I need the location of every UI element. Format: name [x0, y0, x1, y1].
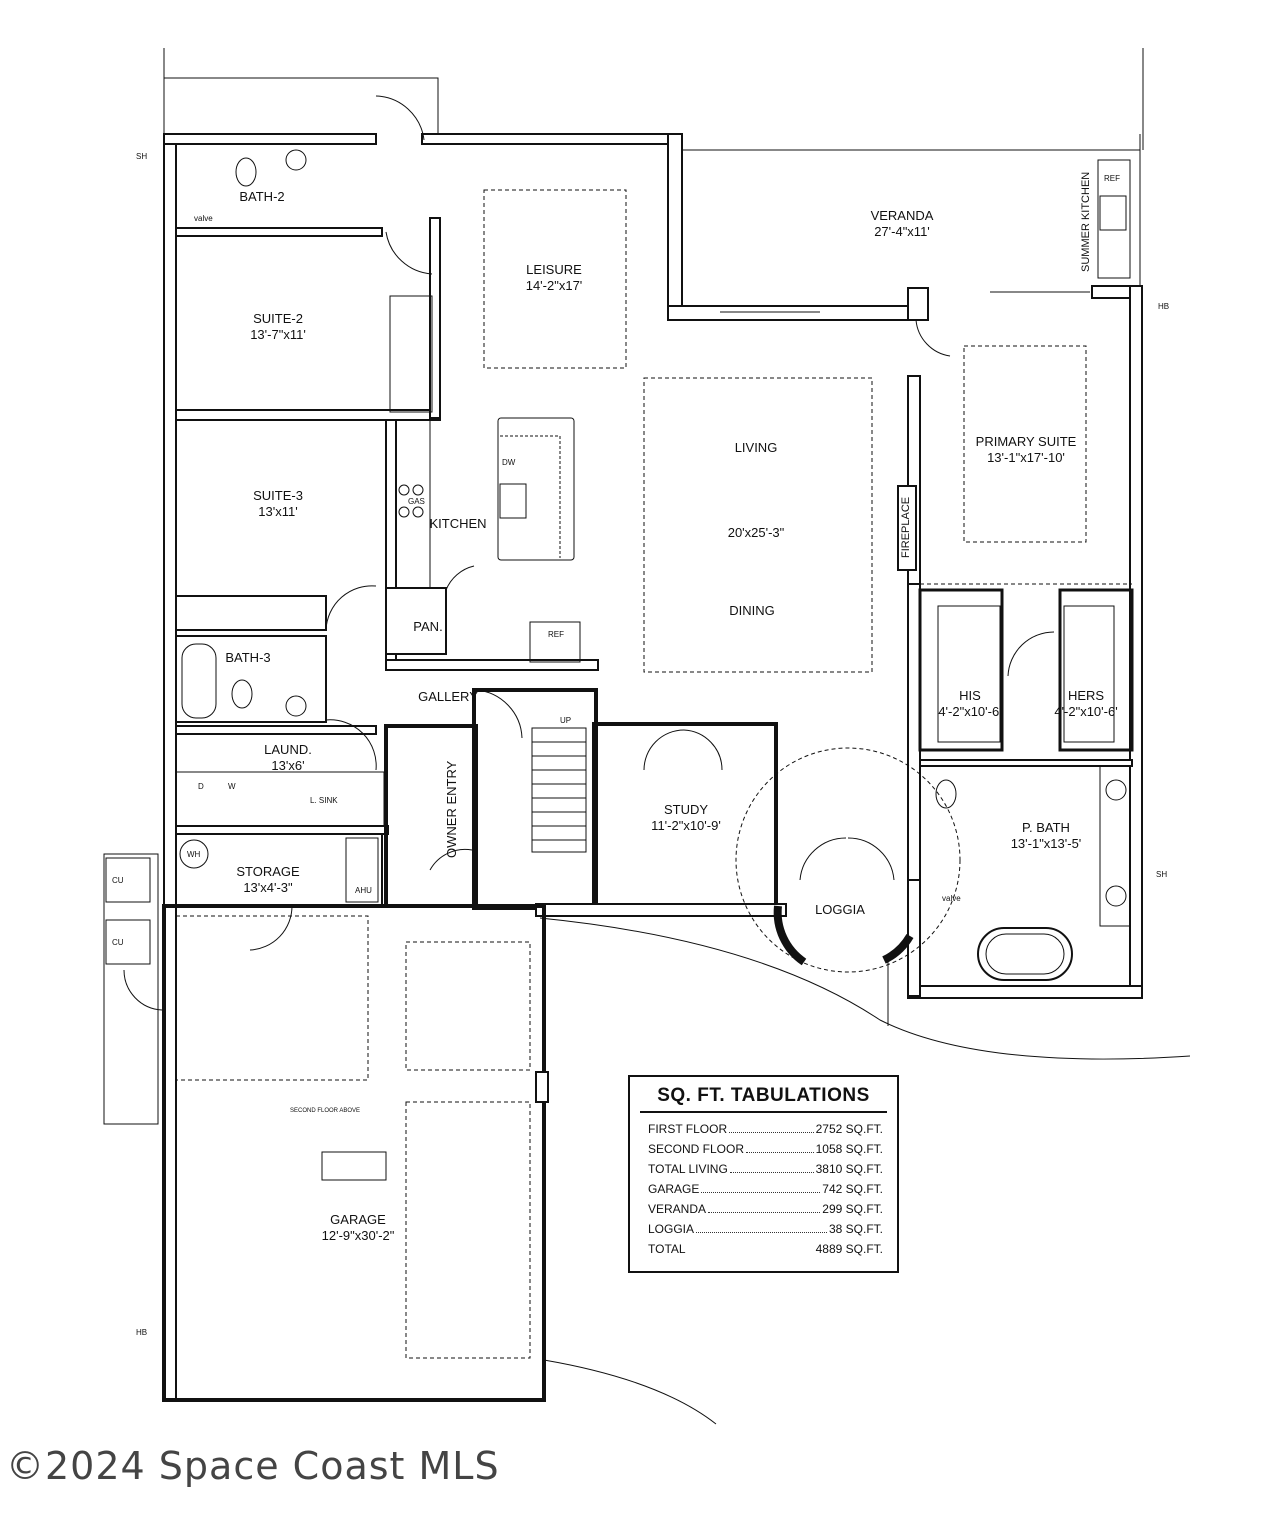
- note-second-floor-above: SECOND FLOOR ABOVE: [290, 1108, 361, 1114]
- wall-top-bedrooms: [163, 133, 377, 145]
- fixture-sh-left: SH: [136, 152, 148, 161]
- label-fireplace: FIREPLACE: [900, 496, 912, 558]
- fixture-dryer: D: [198, 782, 204, 791]
- fixture-cu-1: CU: [112, 876, 124, 885]
- label-pantry: PAN.: [413, 619, 443, 634]
- fixture-washer: W: [228, 782, 236, 791]
- label-bath3: BATH-3: [225, 650, 271, 665]
- label-bath2: BATH-2: [239, 189, 285, 204]
- fixture-gas: GAS: [408, 497, 425, 506]
- wall-veranda-left: [667, 133, 683, 321]
- label-living: LIVING: [734, 440, 778, 455]
- leisure-area: [483, 189, 627, 369]
- fixture-sh-right: SH: [1156, 870, 1168, 879]
- fixture-cu-2: CU: [112, 938, 124, 947]
- stairs: [531, 727, 587, 853]
- tabulations-title: SQ. FT. TABULATIONS: [657, 1085, 870, 1106]
- fixture-dw: DW: [502, 458, 516, 467]
- label-kitchen: KITCHEN: [429, 516, 487, 531]
- fixture-valve-pbath: valve: [942, 894, 961, 903]
- fixture-wh: WH: [187, 850, 201, 859]
- garage-walls: [162, 904, 546, 1402]
- fixture-lsink: L. SINK: [310, 796, 338, 805]
- label-loggia: LOGGIA: [815, 902, 865, 917]
- loggia-circle: [735, 747, 961, 973]
- fixture-ref-summer: REF: [1104, 174, 1120, 183]
- fixture-ref-kitchen: REF: [548, 630, 564, 639]
- label-owner-entry: OWNER ENTRY: [444, 760, 459, 858]
- wall-top-main: [421, 133, 683, 145]
- living-dining-area: [643, 377, 873, 673]
- fixture-ahu: AHU: [355, 886, 372, 895]
- label-living-dim: 20'x25'-3": [727, 525, 785, 540]
- label-gallery: GALLERY: [418, 689, 478, 704]
- tabulations-rule: [640, 1111, 887, 1113]
- label-laund: LAUND.13'x6': [264, 742, 312, 773]
- fixture-hb-right: HB: [1158, 302, 1170, 311]
- label-dining: DINING: [729, 603, 775, 618]
- fixture-valve-bath2: valve: [194, 214, 213, 223]
- label-summer-kitchen: SUMMER KITCHEN: [1080, 171, 1092, 272]
- fixture-hb-left: HB: [136, 1328, 148, 1337]
- fixture-up: UP: [560, 716, 572, 725]
- kitchen-island: [497, 417, 575, 561]
- copyright-watermark: ©2024 Space Coast MLS: [6, 1444, 500, 1488]
